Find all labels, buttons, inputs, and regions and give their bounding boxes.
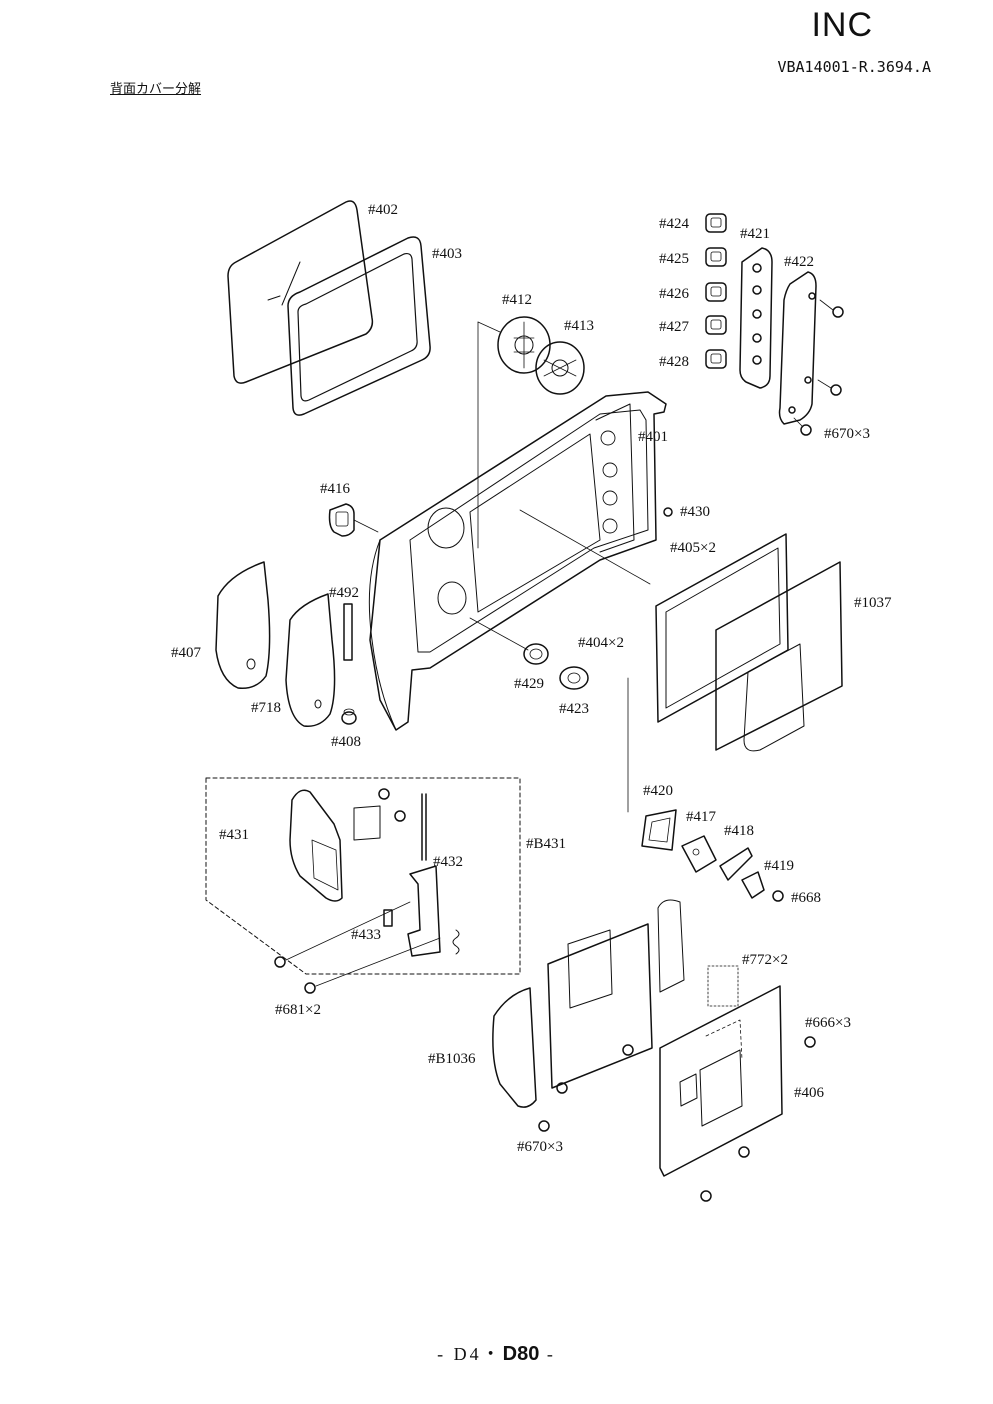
label-425: #425 [659, 251, 689, 267]
label-422: #422 [784, 254, 814, 270]
label-B1036: #B1036 [428, 1051, 476, 1067]
part-432-latch [407, 793, 441, 957]
label-430: #430 [680, 504, 710, 520]
label-431: #431 [219, 827, 249, 843]
part-416-cap [328, 503, 355, 537]
part-429-button [523, 643, 549, 665]
page-footer: - D4・D80 - [0, 1340, 993, 1366]
part-406-shield-plate [659, 985, 783, 1177]
label-426: #426 [659, 286, 689, 302]
part-430-washer [663, 507, 673, 517]
label-1037: #1037 [854, 595, 892, 611]
label-432: #432 [433, 854, 463, 870]
label-670-bottom: #670×3 [517, 1139, 563, 1155]
part-412-dial [497, 316, 551, 374]
label-B431: #B431 [526, 836, 567, 852]
label-401: #401 [638, 429, 668, 445]
label-492: #492 [329, 585, 359, 601]
label-427: #427 [659, 319, 689, 335]
screw-icon [793, 299, 844, 436]
part-423-cover [559, 666, 589, 690]
footer-page-prefix: - D4・ [437, 1344, 503, 1364]
label-428: #428 [659, 354, 689, 370]
label-413: #413 [564, 318, 594, 334]
label-772: #772×2 [742, 952, 788, 968]
part-402-lcd-glass [227, 200, 374, 384]
part-403-gasket-frame [287, 236, 431, 416]
part-419-clip [741, 871, 765, 899]
part-405-gasket [655, 533, 789, 723]
label-404: #404×2 [578, 635, 624, 651]
part-407-grip-rubber [215, 561, 271, 689]
brand-logo-text: INC [811, 6, 873, 44]
part-413-dial-plate [535, 341, 585, 395]
label-412: #412 [502, 292, 532, 308]
label-423: #423 [559, 701, 589, 717]
section-title: 背面カバー分解 [110, 82, 202, 97]
footer-page-suffix: - [539, 1344, 556, 1364]
screw-icon [378, 788, 406, 822]
footer-model-name: D80 [502, 1343, 540, 1365]
label-408: #408 [331, 734, 361, 750]
label-419: #419 [764, 858, 794, 874]
document-number: VBA14001-R.3694.A [777, 58, 931, 76]
label-666: #666×3 [805, 1015, 851, 1031]
label-670-top: #670×3 [824, 426, 870, 442]
label-668: #668 [791, 890, 821, 906]
label-429: #429 [514, 676, 544, 692]
part-B431-dashed-boundary [205, 777, 521, 975]
part-421-button-strip [739, 247, 773, 389]
label-406: #406 [794, 1085, 824, 1101]
label-420: #420 [643, 783, 673, 799]
label-421: #421 [740, 226, 770, 242]
part-spring [452, 929, 460, 955]
label-433: #433 [351, 927, 381, 943]
label-403: #403 [432, 246, 462, 262]
part-401-rear-cover [368, 391, 667, 731]
label-424: #424 [659, 216, 689, 232]
part-772-tape [707, 965, 739, 1007]
part-408-plug [341, 708, 357, 725]
part-431-battery-door [289, 789, 381, 902]
label-402: #402 [368, 202, 398, 218]
label-681: #681×2 [275, 1002, 321, 1018]
screw-icon [700, 1036, 816, 1202]
part-424-428-buttons [705, 213, 727, 369]
label-418: #418 [724, 823, 754, 839]
label-407: #407 [171, 645, 201, 661]
part-417-bracket [681, 835, 717, 873]
part-492-strip [343, 603, 353, 661]
label-718: #718 [251, 700, 281, 716]
label-417: #417 [686, 809, 716, 825]
label-405: #405×2 [670, 540, 716, 556]
part-B1036-board [492, 899, 685, 1108]
part-718-plate [285, 593, 336, 727]
label-416: #416 [320, 481, 350, 497]
screw-icon [772, 890, 784, 902]
part-433-spacer [383, 909, 393, 927]
part-1037-lcd-module [715, 561, 843, 752]
screw-icon [274, 901, 441, 994]
part-418-bracket [719, 847, 753, 881]
part-422-plate [778, 271, 817, 425]
part-420-frame [641, 809, 677, 851]
screw-icon [538, 1044, 634, 1132]
